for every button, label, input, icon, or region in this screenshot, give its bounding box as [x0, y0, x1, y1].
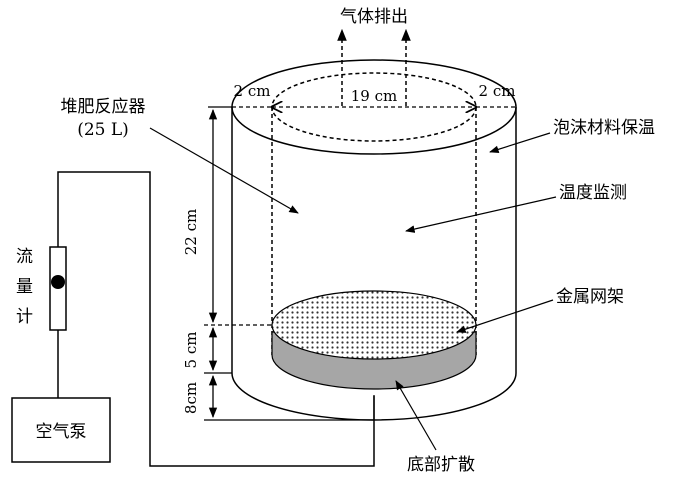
diffusion-label: 底部扩散 — [407, 455, 475, 475]
tube-flowmeter-to-reactor — [57, 171, 375, 467]
temp-pointer — [405, 196, 557, 233]
dim-inner-diameter: 19 cm — [351, 87, 397, 105]
flowmeter-label-1: 流 — [16, 247, 33, 267]
reactor-name-label: 堆肥反应器 — [61, 97, 146, 117]
air-tubing — [57, 171, 375, 467]
metal-mesh — [271, 290, 477, 360]
height-dimension-lines — [204, 108, 375, 421]
mesh-label: 金属网架 — [556, 287, 624, 307]
foam-pointer — [489, 132, 551, 154]
gas-out-arrows — [337, 28, 411, 106]
air-pump-label: 空气泵 — [36, 422, 87, 442]
reactor-volume-label: (25 L) — [77, 120, 129, 140]
flowmeter — [49, 246, 67, 331]
diffusion-pointer — [395, 380, 437, 451]
gas-out-label: 气体排出 — [340, 7, 408, 27]
temp-label: 温度监测 — [559, 183, 627, 203]
dim-insulation-left: 2 cm — [234, 82, 271, 100]
dim-insulation-right: 2 cm — [479, 82, 516, 100]
flowmeter-float — [51, 275, 65, 289]
reactor-pointer — [149, 127, 299, 214]
foam-label: 泡沫材料保温 — [553, 118, 655, 138]
dim-height-mesh: 5 cm — [182, 332, 200, 369]
flowmeter-label-3: 计 — [16, 307, 33, 327]
air-pump-box — [11, 397, 111, 463]
dim-height-upper: 22 cm — [182, 209, 200, 255]
flowmeter-label-2: 量 — [16, 277, 33, 297]
mesh-pointer — [456, 299, 554, 333]
dim-height-bottom: 8cm — [182, 382, 200, 414]
